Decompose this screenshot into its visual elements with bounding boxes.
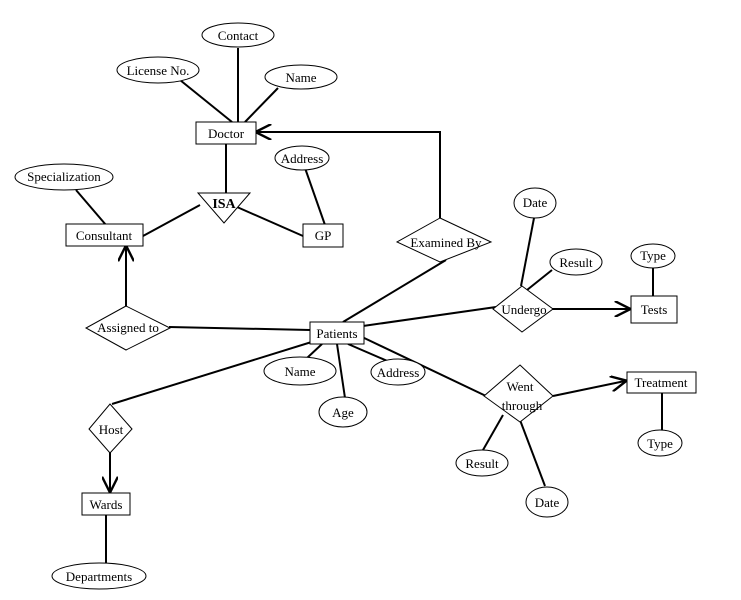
svg-text:Date: Date bbox=[535, 495, 560, 510]
svg-text:Result: Result bbox=[559, 255, 593, 270]
edge-patients-undergo bbox=[362, 306, 497, 327]
entity-doctor: Doctor bbox=[195, 121, 257, 145]
edge-consultant-specialization bbox=[75, 189, 107, 226]
edge-undergo-date bbox=[520, 217, 535, 287]
relationship-examined-by: Examined By bbox=[395, 217, 493, 263]
svg-text:Name: Name bbox=[284, 364, 315, 379]
edge-isa-gp bbox=[236, 206, 304, 237]
edge-patients-age bbox=[336, 343, 346, 399]
svg-text:Went: Went bbox=[506, 379, 533, 394]
svg-text:Tests: Tests bbox=[641, 302, 668, 317]
svg-text:Departments: Departments bbox=[66, 569, 132, 584]
svg-text:License No.: License No. bbox=[127, 63, 190, 78]
attribute-undergo-date: Date bbox=[513, 187, 557, 219]
edge-isa-consultant bbox=[142, 204, 201, 237]
svg-text:Age: Age bbox=[332, 405, 354, 420]
svg-text:through: through bbox=[502, 398, 543, 413]
attribute-departments: Departments bbox=[51, 562, 147, 590]
svg-text:Date: Date bbox=[523, 195, 548, 210]
edge-patients-examined bbox=[342, 259, 447, 323]
svg-text:Address: Address bbox=[377, 365, 420, 380]
attribute-patient-address: Address bbox=[370, 358, 426, 386]
relationship-undergo: Undergo bbox=[492, 285, 554, 333]
edge-patients-host bbox=[111, 339, 319, 405]
edge-patients-name bbox=[306, 343, 323, 359]
svg-text:Undergo: Undergo bbox=[501, 302, 546, 317]
attribute-patient-age: Age bbox=[318, 396, 368, 428]
svg-text:Doctor: Doctor bbox=[208, 126, 245, 141]
edge-undergo-result bbox=[526, 269, 553, 291]
svg-text:Type: Type bbox=[640, 248, 666, 263]
svg-text:Assigned to: Assigned to bbox=[97, 320, 159, 335]
edge-patients-address bbox=[347, 343, 393, 364]
svg-text:Wards: Wards bbox=[90, 497, 123, 512]
svg-text:ISA: ISA bbox=[212, 197, 236, 212]
svg-text:Treatment: Treatment bbox=[635, 375, 688, 390]
attribute-went-date: Date bbox=[525, 486, 569, 518]
entity-gp: GP bbox=[302, 223, 344, 248]
svg-text:Specialization: Specialization bbox=[27, 169, 101, 184]
svg-text:Consultant: Consultant bbox=[76, 228, 133, 243]
attribute-tests-type: Type bbox=[630, 243, 676, 269]
attribute-doctor-name: Name bbox=[264, 64, 338, 90]
edge-doctor-name bbox=[244, 87, 279, 123]
svg-text:Name: Name bbox=[285, 70, 316, 85]
relationship-isa: ISA bbox=[196, 192, 252, 224]
edge-patients-assigned bbox=[168, 326, 311, 331]
relationship-host: Host bbox=[88, 403, 133, 454]
svg-text:Examined By: Examined By bbox=[410, 235, 482, 250]
entity-patients: Patients bbox=[309, 321, 365, 345]
attribute-undergo-result: Result bbox=[549, 248, 603, 276]
relationship-assigned-to: Assigned to bbox=[84, 305, 172, 351]
svg-text:Patients: Patients bbox=[316, 326, 357, 341]
svg-text:Host: Host bbox=[99, 422, 124, 437]
entity-tests: Tests bbox=[630, 295, 678, 324]
attribute-specialization: Specialization bbox=[14, 163, 114, 191]
attribute-treatment-type: Type bbox=[637, 429, 683, 457]
svg-text:GP: GP bbox=[315, 228, 332, 243]
edge-examined-doctor bbox=[257, 132, 441, 218]
attribute-gp-address: Address bbox=[274, 145, 330, 171]
edge-patients-went bbox=[359, 335, 487, 397]
svg-text:Contact: Contact bbox=[218, 28, 259, 43]
edge-went-result bbox=[482, 414, 504, 451]
attribute-patient-name: Name bbox=[263, 356, 337, 386]
edge-went-treatment bbox=[552, 381, 625, 397]
attribute-went-result: Result bbox=[455, 449, 509, 477]
entity-consultant: Consultant bbox=[65, 223, 144, 247]
connections bbox=[75, 48, 663, 564]
svg-text:Result: Result bbox=[465, 456, 499, 471]
entity-treatment: Treatment bbox=[626, 371, 697, 394]
relationship-went-through: Went through bbox=[483, 364, 554, 423]
attribute-license-no: License No. bbox=[116, 56, 200, 84]
edge-went-date bbox=[519, 419, 546, 487]
entity-wards: Wards bbox=[81, 492, 131, 516]
svg-text:Address: Address bbox=[281, 151, 324, 166]
edge-doctor-license bbox=[179, 79, 233, 123]
svg-text:Type: Type bbox=[647, 436, 673, 451]
attribute-contact: Contact bbox=[201, 22, 275, 48]
edge-gp-address bbox=[304, 167, 326, 226]
